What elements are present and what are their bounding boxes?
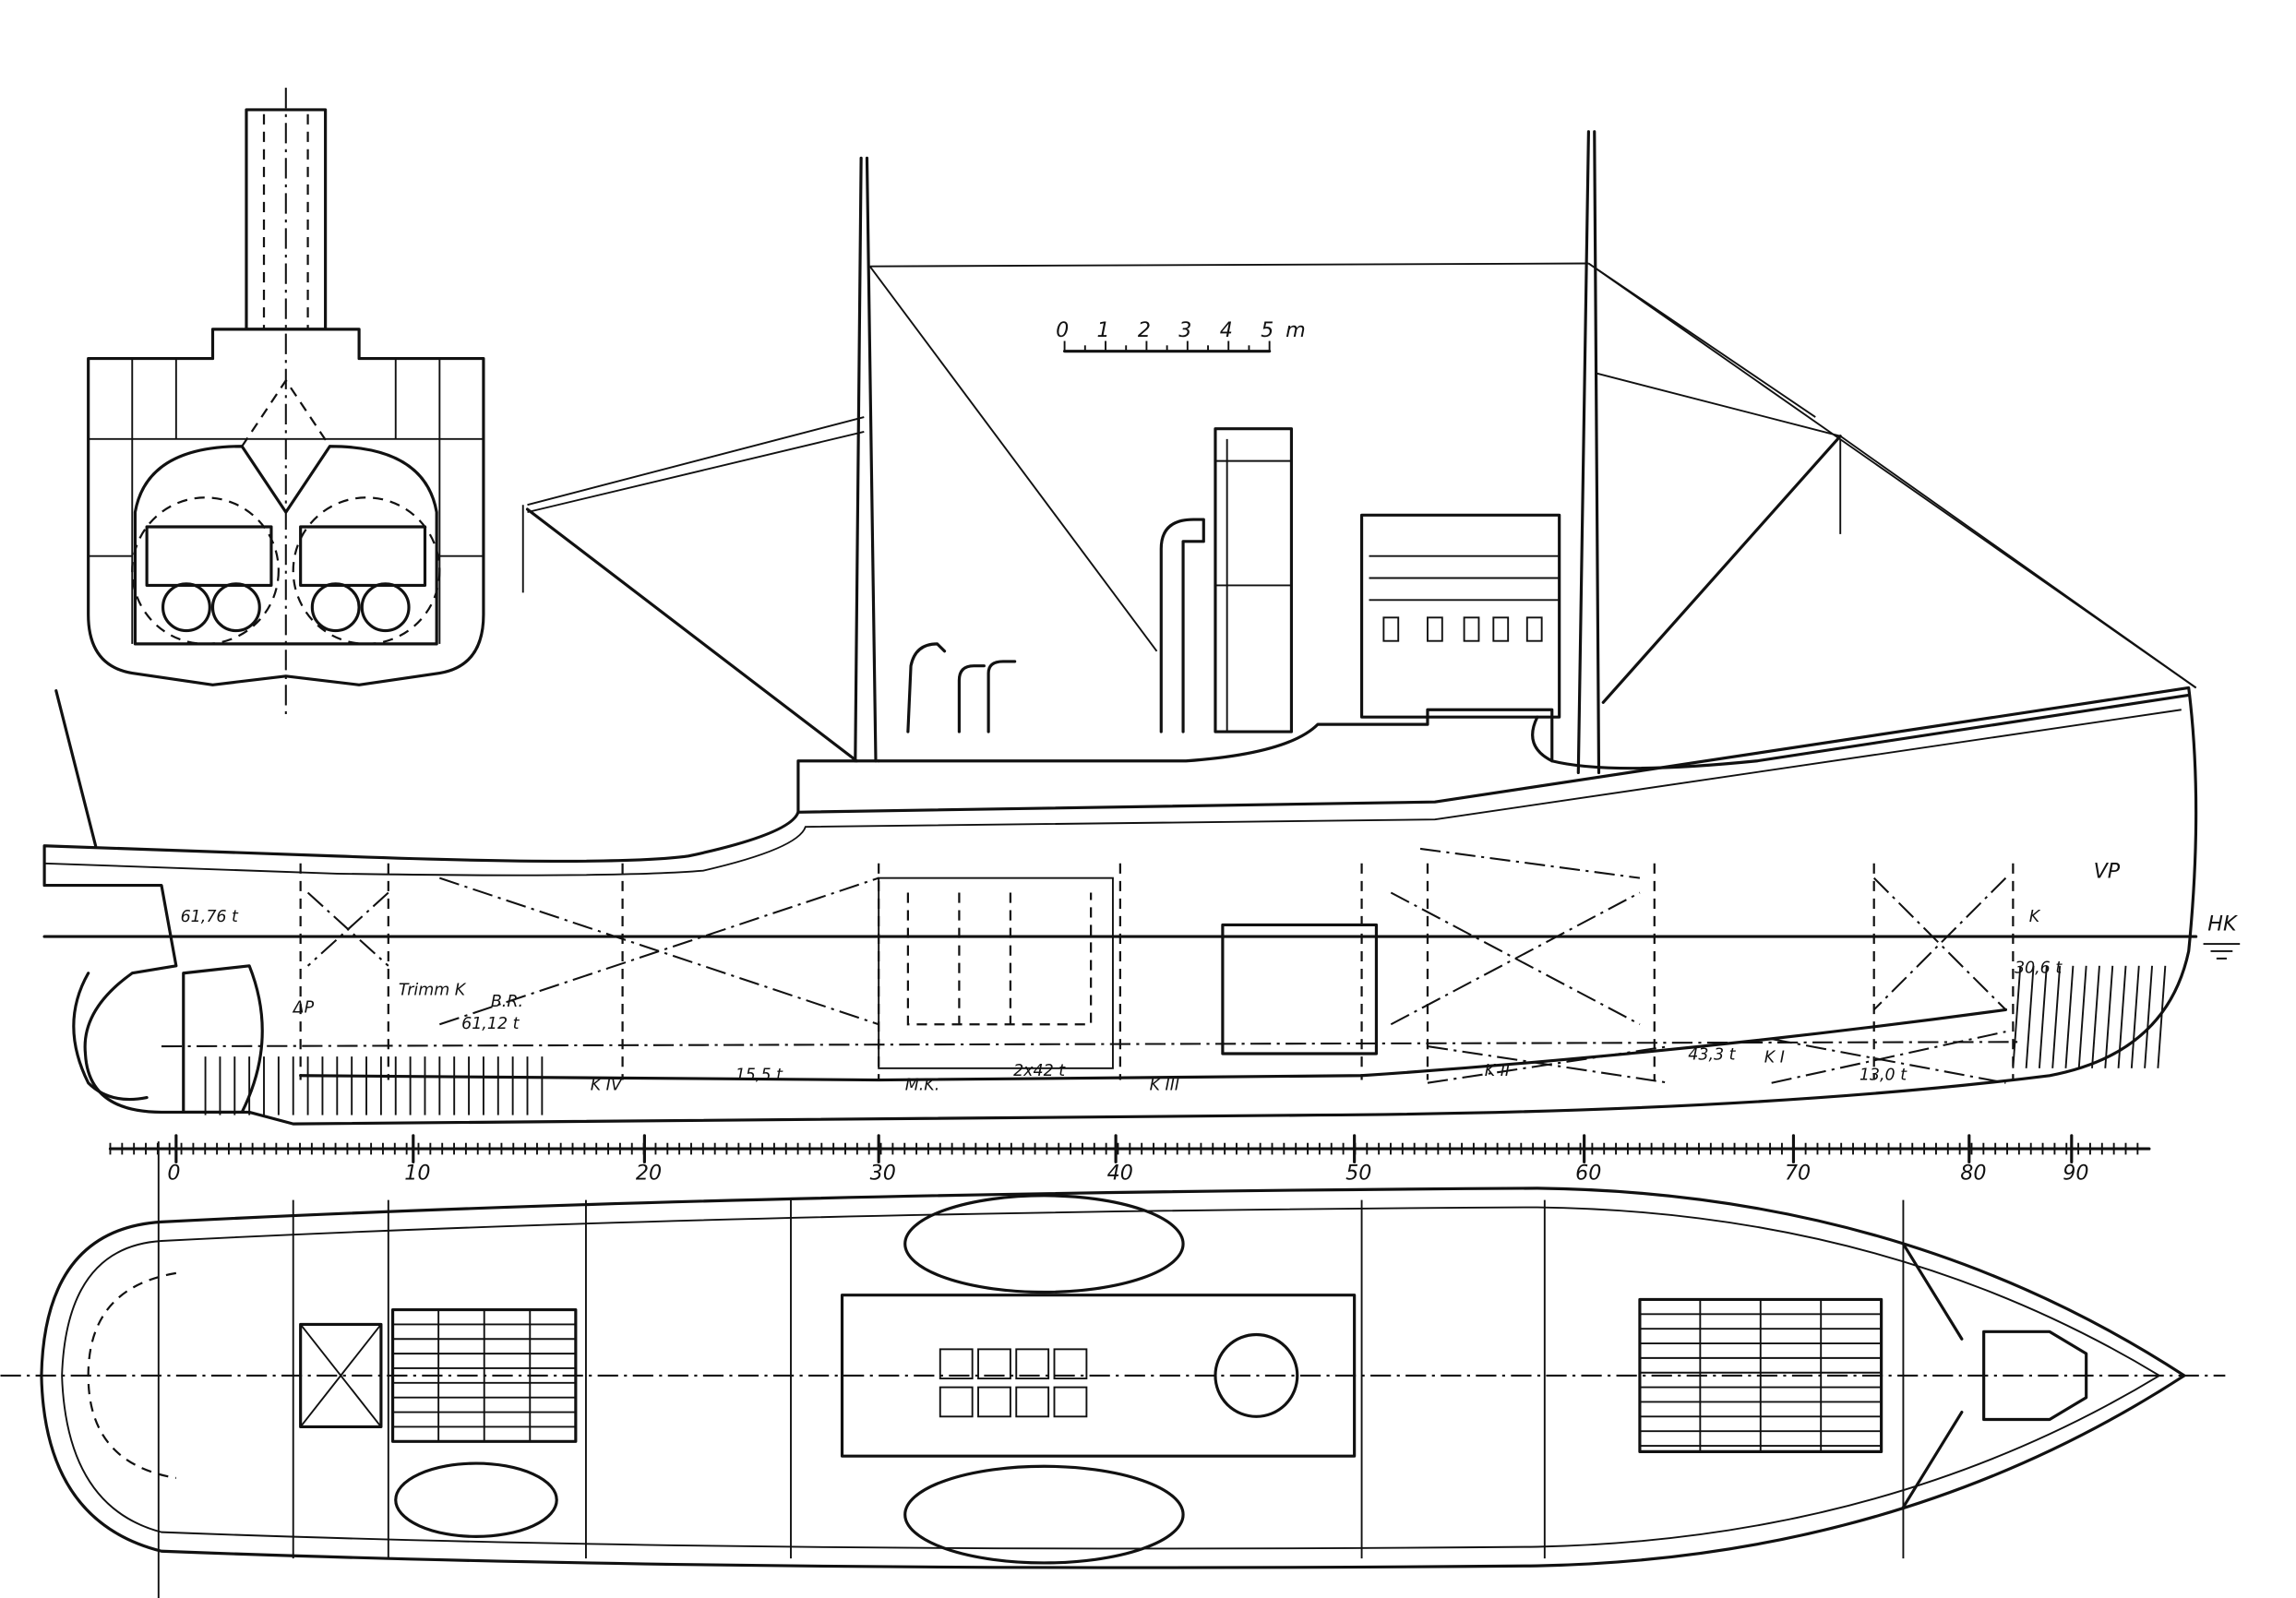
skylight-pane: [939, 1348, 974, 1380]
scale-tick-label: 5: [1261, 318, 1274, 342]
hatching: [2117, 965, 2127, 1068]
rudder: [72, 972, 149, 1102]
scale-tick-label: 1: [1096, 318, 1109, 342]
tank-label-k4: K IV: [591, 1077, 623, 1095]
tank-label-k1-cap: 13,0 t: [1860, 1067, 1907, 1085]
frame-label: 70: [1785, 1161, 1811, 1185]
hatching: [2104, 965, 2114, 1068]
frame-label: 10: [404, 1161, 430, 1185]
tank-label-trim-cap: 61,12 t: [461, 1015, 520, 1033]
plan-view: [0, 1141, 2226, 1598]
frame-label: 50: [1345, 1161, 1371, 1185]
tank-label-k2-cap: 43,3 t: [1688, 1045, 1736, 1064]
tank-label-br: B.R.: [491, 993, 523, 1011]
frame-label: 60: [1575, 1161, 1601, 1185]
hatching: [2157, 965, 2167, 1068]
waterline-label: HK: [2207, 912, 2239, 936]
tank-label-fore-k: K: [2029, 908, 2041, 926]
scale-tick-label: 4: [1220, 318, 1233, 342]
lifeboat: [394, 1461, 558, 1538]
scale-tick-label: 3: [1178, 318, 1191, 342]
boiler-cross-section-inset: [87, 88, 485, 718]
engine: [1221, 923, 1379, 1055]
window: [1525, 616, 1543, 642]
hatching: [2025, 965, 2035, 1068]
hull-plan: [40, 1187, 2186, 1569]
tank-label-k2: K II: [1485, 1062, 1510, 1080]
window: [1382, 616, 1400, 642]
tank-label-fore-peak: VP: [2094, 860, 2121, 884]
window: [1426, 616, 1443, 642]
tank-label-aft-peak: 61,76 t: [181, 908, 239, 926]
funnel: [1159, 427, 1294, 733]
hatching: [2077, 965, 2087, 1068]
skylight-pane: [1053, 1386, 1088, 1418]
profile-view: HK 61,76 t Trimm K B.R. 61,12 t ΔP K IV …: [42, 130, 2241, 1126]
tank-label-mk: M.K.: [905, 1077, 940, 1095]
skylight-pane: [1015, 1386, 1050, 1418]
tank-label-dp: ΔP: [292, 999, 315, 1018]
scale-unit: m: [1286, 318, 1306, 342]
lifeboat: [903, 1464, 1185, 1565]
skylight-pane: [1015, 1348, 1050, 1380]
scale-bar: 0 1 2 3 4 5 m: [1056, 318, 1306, 353]
window: [1492, 616, 1510, 642]
tank-label-mk-cap: 2x42 t: [1013, 1062, 1066, 1080]
hatching: [2144, 965, 2154, 1068]
tank-label-k3: K III: [1150, 1077, 1179, 1095]
frame-label: 90: [2063, 1161, 2088, 1185]
boat-deck: [877, 693, 2191, 770]
window: [1463, 616, 1480, 642]
frame-label: 80: [1960, 1161, 1986, 1185]
rigging: [54, 262, 2197, 848]
tank-label-fore-cap: 30,6 t: [2015, 960, 2063, 978]
masts: [854, 130, 1601, 775]
hatching: [2091, 965, 2100, 1068]
frame-scale: 0 10 20 30 40 50 60 70 80 90: [108, 1134, 2151, 1185]
skylight-pane: [977, 1386, 1011, 1418]
tank-label-trim: Trimm K: [399, 982, 467, 1000]
hatching: [2064, 965, 2075, 1068]
frame-label: 0: [167, 1161, 180, 1185]
ventilators: [906, 642, 1017, 733]
tank-label-k4-cap: 15,5 t: [735, 1067, 783, 1085]
frame-label: 20: [636, 1161, 662, 1185]
skylight-pane: [939, 1386, 974, 1418]
hatching: [2038, 965, 2048, 1068]
lifeboat: [903, 1194, 1185, 1294]
tank-label-k1: K I: [1764, 1048, 1785, 1067]
frame-label: 30: [870, 1161, 896, 1185]
scale-tick-label: 0: [1056, 318, 1069, 342]
scale-tick-label: 2: [1138, 318, 1151, 342]
propeller-aperture: [182, 964, 264, 1115]
hatching: [2051, 965, 2062, 1068]
skylight-pane: [1053, 1348, 1088, 1380]
hatching: [2012, 965, 2022, 1068]
frame-label: 40: [1107, 1161, 1133, 1185]
hatching: [2130, 965, 2140, 1068]
bridge-house: [1359, 513, 1561, 719]
skylight-pane: [977, 1348, 1011, 1380]
